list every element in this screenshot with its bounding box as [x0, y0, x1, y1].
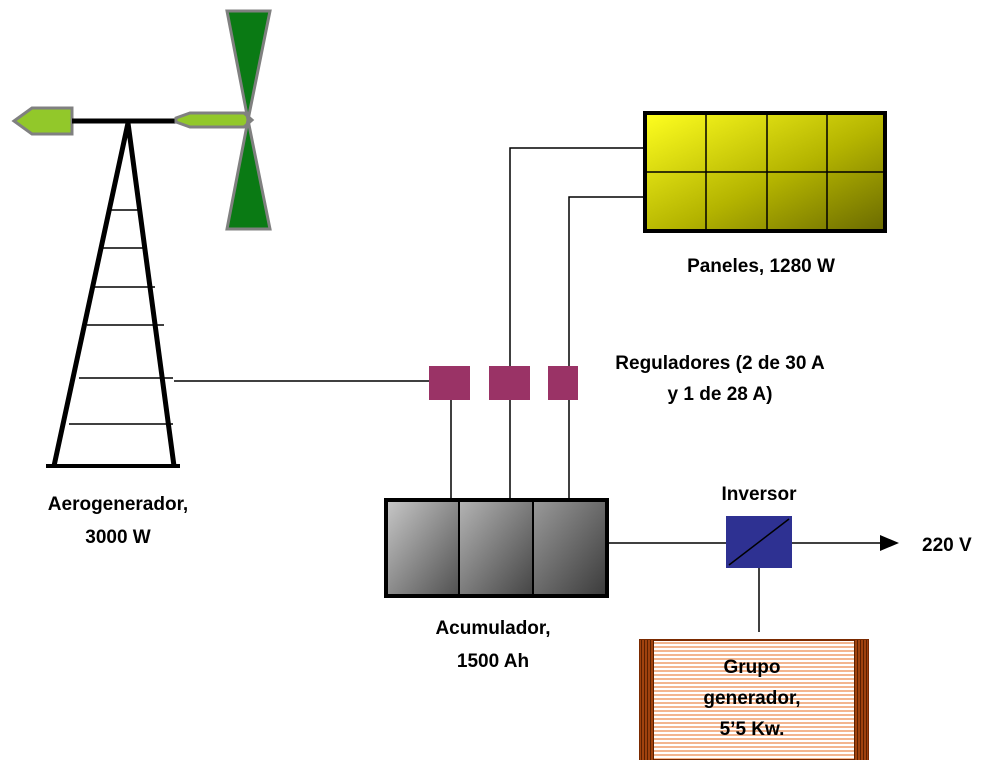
wires: [174, 147, 880, 632]
inverter: [726, 516, 792, 568]
aerogenerador-label-line2: 3000 W: [85, 527, 151, 548]
rotor-blade-bottom: [225, 119, 272, 231]
acumulador-label-line1: Acumulador,: [435, 618, 550, 639]
reguladores-label-line2: y 1 de 28 A): [668, 384, 773, 405]
regulator-1: [429, 366, 470, 400]
regulators: [429, 366, 578, 400]
acumulador-label-line2: 1500 Ah: [457, 651, 529, 672]
tail-vane: [11, 106, 74, 136]
rotor-blade-top: [225, 9, 272, 121]
regulator-3: [548, 366, 578, 400]
reguladores-label-line1: Reguladores (2 de 30 A: [615, 353, 825, 374]
wind-turbine: [11, 9, 272, 468]
nose-cone: [174, 111, 255, 129]
grupo-label-line1: Grupo: [724, 657, 781, 678]
output-voltage-label: 220 V: [922, 535, 972, 556]
aerogenerador-label-line1: Aerogenerador,: [48, 494, 188, 515]
generator-group: [639, 639, 869, 760]
solar-panel: [643, 111, 887, 233]
accumulator: [384, 498, 609, 598]
regulator-2: [489, 366, 530, 400]
grupo-label-line2: generador,: [703, 688, 800, 709]
output-arrowhead: [880, 535, 899, 551]
inversor-label: Inversor: [722, 484, 798, 505]
grupo-label-line3: 5’5 Kw.: [720, 719, 785, 740]
tower: [51, 122, 177, 467]
tower-rungs: [69, 209, 173, 425]
paneles-label: Paneles, 1280 W: [687, 256, 835, 277]
